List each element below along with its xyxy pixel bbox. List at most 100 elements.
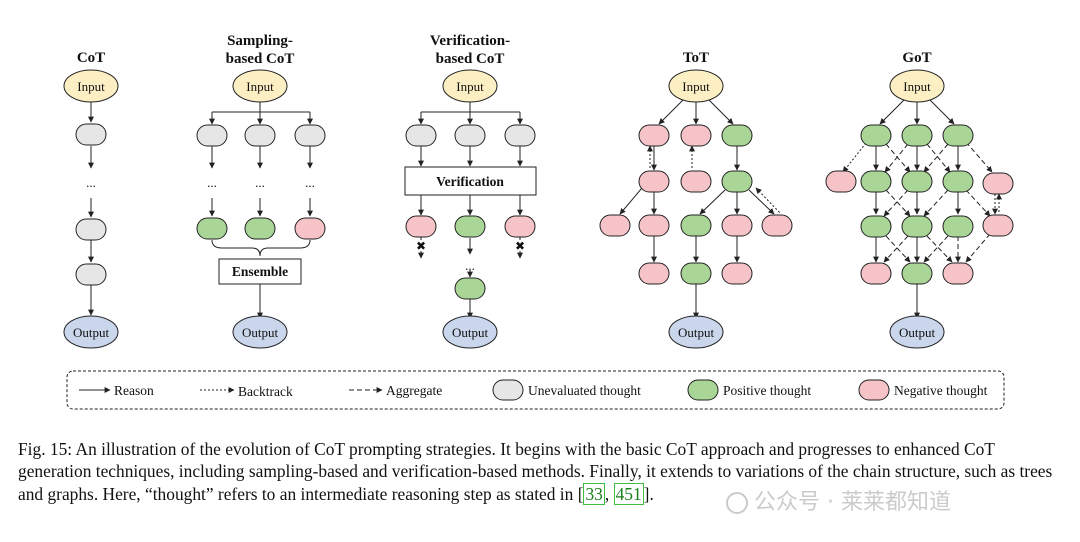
negative-swatch xyxy=(858,379,890,401)
caption-text: Fig. 15: An illustration of the evolutio… xyxy=(18,439,1053,504)
reject-icon: ✖ xyxy=(515,239,525,253)
thought-node xyxy=(196,124,228,147)
input-node-got xyxy=(889,69,945,103)
thought-node xyxy=(405,124,437,147)
thought-node xyxy=(75,218,107,241)
output-label: Output xyxy=(678,325,715,340)
thought-node xyxy=(761,214,793,237)
thought-node xyxy=(599,214,631,237)
legend-aggregate: Aggregate xyxy=(386,383,442,398)
output-label: Output xyxy=(73,325,110,340)
thought-node xyxy=(405,215,437,238)
thought-node xyxy=(901,170,933,193)
thought-node xyxy=(638,170,670,193)
thought-node xyxy=(196,217,228,240)
thought-node xyxy=(901,262,933,285)
citation-link[interactable]: 33 xyxy=(583,482,605,505)
input-node-sampling xyxy=(232,69,288,103)
thought-node xyxy=(75,123,107,146)
thought-node xyxy=(721,170,753,193)
col-title-sampling-1: Sampling- xyxy=(227,33,293,49)
input-label: Input xyxy=(903,79,931,94)
ellipsis: ... xyxy=(255,175,265,190)
citation-link[interactable]: 451 xyxy=(613,482,644,505)
thought-node xyxy=(454,124,486,147)
ellipsis: ... xyxy=(305,175,315,190)
input-node-cot xyxy=(63,69,119,103)
verification-label: Verification xyxy=(436,174,504,189)
thought-node xyxy=(244,217,276,240)
thought-node xyxy=(721,262,753,285)
output-label: Output xyxy=(899,325,936,340)
thought-node xyxy=(294,124,326,147)
caption-close-bracket: ]. xyxy=(643,483,654,504)
thought-node xyxy=(942,262,974,285)
figure-caption: Fig. 15: An illustration of the evolutio… xyxy=(18,438,1068,505)
thought-node xyxy=(244,124,276,147)
thought-node xyxy=(504,124,536,147)
thought-node xyxy=(942,170,974,193)
col-title-verification-2: based CoT xyxy=(436,51,505,67)
input-node-tot xyxy=(668,69,724,103)
thought-node xyxy=(454,215,486,238)
output-node-cot xyxy=(63,315,119,349)
thought-node xyxy=(75,263,107,286)
input-label: Input xyxy=(456,79,484,94)
ellipsis: ... xyxy=(86,175,96,190)
col-title-verification-1: Verification- xyxy=(430,33,510,49)
thought-node xyxy=(638,214,670,237)
thought-node xyxy=(294,217,326,240)
thought-node xyxy=(860,170,892,193)
legend-unevaluated: Unevaluated thought xyxy=(528,383,641,398)
legend-reason: Reason xyxy=(114,383,154,398)
thought-node xyxy=(638,262,670,285)
thought-node xyxy=(942,124,974,147)
thought-node xyxy=(721,214,753,237)
thought-node xyxy=(454,277,486,300)
legend-backtrack: Backtrack xyxy=(238,384,293,399)
output-node-verification xyxy=(442,315,498,349)
ensemble-label: Ensemble xyxy=(232,264,288,279)
ensemble-box xyxy=(218,258,302,285)
thought-node xyxy=(680,170,712,193)
output-node-tot xyxy=(668,315,724,349)
input-label: Input xyxy=(246,79,274,94)
thought-node xyxy=(680,262,712,285)
legend-box xyxy=(66,370,1005,410)
col-title-cot: CoT xyxy=(77,50,105,66)
output-label: Output xyxy=(452,325,489,340)
thought-node xyxy=(982,214,1014,237)
cot-evolution-diagram: CoT Sampling- based CoT Verification- ba… xyxy=(63,33,1014,410)
input-node-verification xyxy=(442,69,498,103)
output-label: Output xyxy=(242,325,279,340)
unevaluated-swatch xyxy=(492,379,524,401)
thought-node xyxy=(825,170,857,193)
reject-icon: ✖ xyxy=(416,239,426,253)
thought-node xyxy=(680,124,712,147)
verification-box xyxy=(404,166,537,196)
thought-node xyxy=(901,124,933,147)
thought-node xyxy=(901,215,933,238)
thought-node xyxy=(942,215,974,238)
input-label: Input xyxy=(77,79,105,94)
legend-negative: Negative thought xyxy=(894,383,988,398)
caption-open-bracket: [ xyxy=(577,483,584,504)
ellipsis: ... xyxy=(207,175,217,190)
thought-node xyxy=(721,124,753,147)
legend-positive: Positive thought xyxy=(723,383,811,398)
col-title-got: GoT xyxy=(902,50,931,66)
thought-node xyxy=(860,215,892,238)
ellipsis: ... xyxy=(465,258,475,273)
input-label: Input xyxy=(682,79,710,94)
thought-node xyxy=(860,124,892,147)
thought-node xyxy=(680,214,712,237)
col-title-sampling-2: based CoT xyxy=(226,51,295,67)
output-node-got xyxy=(889,315,945,349)
caption-separator: , xyxy=(604,483,614,504)
output-node-sampling xyxy=(232,315,288,349)
thought-node xyxy=(860,262,892,285)
positive-swatch xyxy=(687,379,719,401)
thought-node xyxy=(638,124,670,147)
thought-node xyxy=(982,172,1014,195)
col-title-tot: ToT xyxy=(683,50,709,66)
